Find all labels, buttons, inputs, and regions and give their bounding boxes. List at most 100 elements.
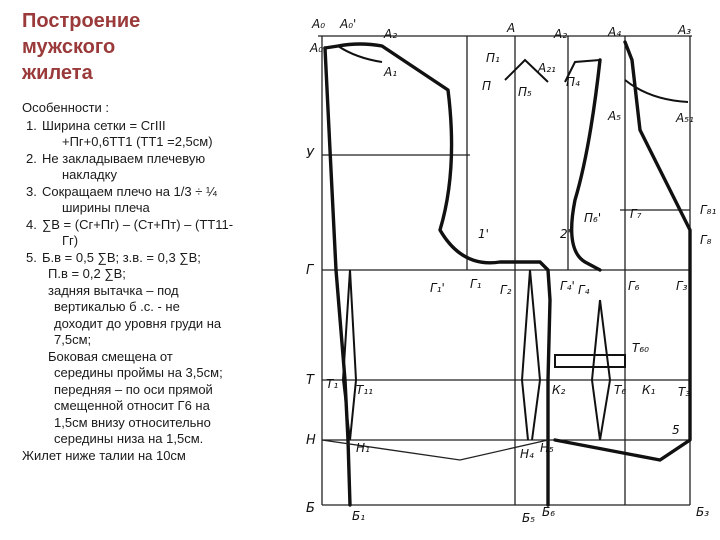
shoulder-dart — [504, 58, 549, 83]
label-b5: Б₅ — [522, 511, 535, 525]
side-dart-right — [529, 269, 542, 441]
note-line: накладку — [62, 167, 117, 182]
label-t11: Т₁₁ — [356, 383, 373, 397]
note-line: +Пг+0,6ТТ1 (ТТ1 =2,5см) — [62, 134, 213, 149]
note-item-3: 3. Сокращаем плечо на 1/3 ÷ ¼ ширины пле… — [22, 184, 300, 217]
label-h4: Н₄ — [520, 447, 534, 461]
notes-heading: Особенности : — [22, 100, 110, 115]
label-g: Г — [306, 263, 315, 278]
front-neckline — [624, 79, 689, 103]
label-g1: Г₁ — [470, 277, 482, 291]
title-line-1: Построение — [22, 10, 141, 32]
label-a4: А₄ — [607, 25, 621, 39]
label-two-prime: 2' — [560, 227, 571, 241]
note-extra-line: Боковая смещена от — [48, 348, 173, 364]
pocket-welt — [554, 354, 626, 368]
label-t6: Т₆ — [614, 383, 626, 397]
note-extra-line: П.в = 0,2 ∑В; — [48, 266, 126, 281]
back-side-dart-right — [349, 269, 358, 441]
note-number: 4. — [26, 216, 37, 232]
label-g4: Г₄ — [578, 283, 590, 297]
note-extra-line: вертикалью б .с. - не — [54, 299, 180, 314]
label-a0-prime: А₀' — [339, 17, 356, 31]
label-g81: Г₈₁ — [700, 203, 716, 217]
label-b6: Б₆ — [542, 505, 555, 519]
note-extra-line: середины низа на 1,5см. — [54, 431, 204, 446]
note-line: Ширина сетки = СгIII — [42, 117, 166, 133]
label-p1: П₁ — [486, 51, 500, 65]
note-item-1: 1. Ширина сетки = СгIII +Пг+0,6ТТ1 (ТТ1 … — [22, 118, 300, 151]
label-a3: А₃ — [677, 23, 691, 37]
note-line: Б.в = 0,5 ∑В; з.в. = 0,3 ∑В; — [42, 249, 201, 265]
vest-pattern-drawing: А₀ А₀' А₂ А₀ А₁ А П₁ П П₅ А₂₁ А₂ П₄ А₅ А… — [292, 0, 720, 540]
label-one-prime: 1' — [478, 227, 489, 241]
label-g2: Г₂ — [500, 283, 512, 297]
label-a2: А₂ — [383, 27, 397, 41]
front-dart-left — [590, 299, 601, 441]
label-p4: П₄ — [566, 75, 580, 89]
note-extra-line: передняя – по оси прямой — [54, 381, 213, 397]
side-dart-left — [520, 269, 531, 441]
label-g1-prime: Г₁' — [430, 281, 445, 295]
back-neckline — [337, 45, 383, 63]
note-item-2: 2. Не закладываем плечевую накладку — [22, 151, 300, 184]
note-item-5: 5. Б.в = 0,5 ∑В; з.в. = 0,3 ∑В; — [22, 250, 300, 267]
label-p5: П₅ — [518, 85, 532, 99]
label-b1: Б₁ — [352, 509, 365, 523]
front-shoulder — [564, 59, 601, 83]
note-extra-line: доходит до уровня груди на — [54, 315, 222, 331]
label-h1: Н₁ — [356, 441, 370, 455]
back-outline — [323, 42, 552, 507]
note-line: ширины плеча — [62, 200, 150, 215]
note-extra-line: середины проймы на 3,5см; — [54, 365, 223, 380]
label-a0-left: А₀ — [309, 41, 323, 55]
label-g7: Г₇ — [630, 207, 642, 221]
label-t: Т — [306, 373, 315, 388]
label-h: Н — [306, 433, 316, 448]
label-h5: Н₅ — [540, 441, 554, 455]
note-number: 3. — [26, 183, 37, 199]
note-number: 2. — [26, 150, 37, 166]
label-t1: Т₁ — [326, 377, 338, 391]
label-a2-right: А₂ — [553, 27, 567, 41]
label-b: Б — [306, 501, 315, 516]
features-notes: Особенности : 1. Ширина сетки = СгIII +П… — [22, 100, 300, 464]
label-u: У — [306, 147, 315, 162]
label-a0: А₀ — [311, 17, 325, 31]
note-item-4: 4. ∑В = (Сг+Пг) – (Ст+Пт) – (ТТ11- Гг) — [22, 217, 300, 250]
note-line: Сокращаем плечо на 1/3 ÷ ¼ — [42, 183, 217, 199]
label-g4-prime: Г₄' — [560, 279, 575, 293]
front-armhole — [569, 58, 602, 272]
note-line: Не закладываем плечевую — [42, 150, 206, 166]
note-line: Гг) — [62, 233, 79, 248]
label-a51: А₅₁ — [675, 111, 694, 125]
label-k2: К₂ — [552, 383, 566, 397]
note-extra-line: 1,5см внизу относительно — [54, 414, 211, 430]
title-line-2: мужского — [22, 36, 116, 58]
note-extra-line: 7,5см; — [54, 332, 92, 347]
pattern-svg: А₀ А₀' А₂ А₀ А₁ А П₁ П П₅ А₂₁ А₂ П₄ А₅ А… — [306, 17, 716, 525]
label-b3: Б₃ — [696, 505, 709, 519]
title-line-3: жилета — [22, 62, 93, 84]
back-side-dart-left — [341, 269, 351, 441]
label-p: П — [482, 79, 491, 93]
note-number: 1. — [26, 117, 37, 133]
label-a: А — [506, 21, 515, 35]
label-p6: П₆' — [584, 211, 601, 225]
note-line: ∑В = (Сг+Пг) – (Ст+Пт) – (ТТ11- — [42, 216, 234, 232]
label-g6: Г₆ — [628, 279, 640, 293]
label-t3: Т₃ — [678, 385, 690, 399]
label-five: 5 — [672, 423, 680, 437]
slide-title: Построение мужского жилета — [22, 8, 292, 86]
back-hem — [321, 439, 549, 461]
note-number: 5. — [26, 249, 37, 265]
label-a5: А₅ — [607, 109, 621, 123]
label-a21: А₂₁ — [537, 61, 556, 75]
note-extra-line: задняя вытачка – под — [48, 282, 179, 298]
note-extra-line: смещенной относит Г6 на — [54, 398, 210, 413]
front-dart-right — [599, 299, 612, 441]
back-center-seam — [323, 46, 352, 507]
label-k1: К₁ — [642, 383, 656, 397]
label-g3: Г₃ — [676, 279, 688, 293]
